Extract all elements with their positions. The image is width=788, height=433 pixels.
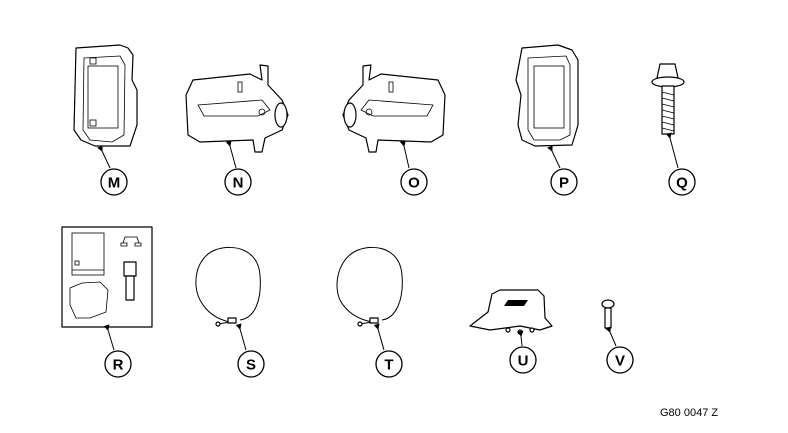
callout-v: V (606, 346, 634, 374)
callout-label: T (384, 357, 393, 374)
part-t-wear-sensor (336, 246, 403, 351)
callout-o: O (400, 168, 428, 196)
callout-label: S (246, 357, 256, 374)
part-o-brake-caliper-right (342, 64, 446, 169)
part-s-wear-sensor (195, 246, 261, 351)
part-n-brake-caliper-left (185, 64, 289, 169)
callout-label: P (559, 175, 569, 192)
callout-s: S (237, 350, 265, 378)
callout-m: M (100, 168, 128, 196)
callout-u: U (509, 346, 537, 374)
part-p-caliper-carrier (515, 44, 579, 169)
callout-label: O (408, 175, 420, 192)
callout-p: P (550, 168, 578, 196)
callout-label: R (113, 357, 124, 374)
callout-q: Q (668, 168, 696, 196)
callout-label: U (518, 353, 529, 370)
part-u-m-cover (469, 289, 553, 347)
part-m-caliper-carrier (73, 44, 138, 169)
callout-t: T (375, 350, 403, 378)
callout-r: R (104, 350, 132, 378)
callout-label: M (108, 175, 121, 192)
callout-label: V (615, 353, 625, 370)
callout-label: N (233, 175, 244, 192)
part-r-brake-pad-kit (61, 226, 153, 351)
drawing-code: G80 0047 Z (660, 407, 719, 419)
part-v-screw (601, 299, 617, 347)
part-q-bolt (651, 63, 685, 169)
callout-n: N (224, 168, 252, 196)
callout-label: Q (676, 175, 688, 192)
